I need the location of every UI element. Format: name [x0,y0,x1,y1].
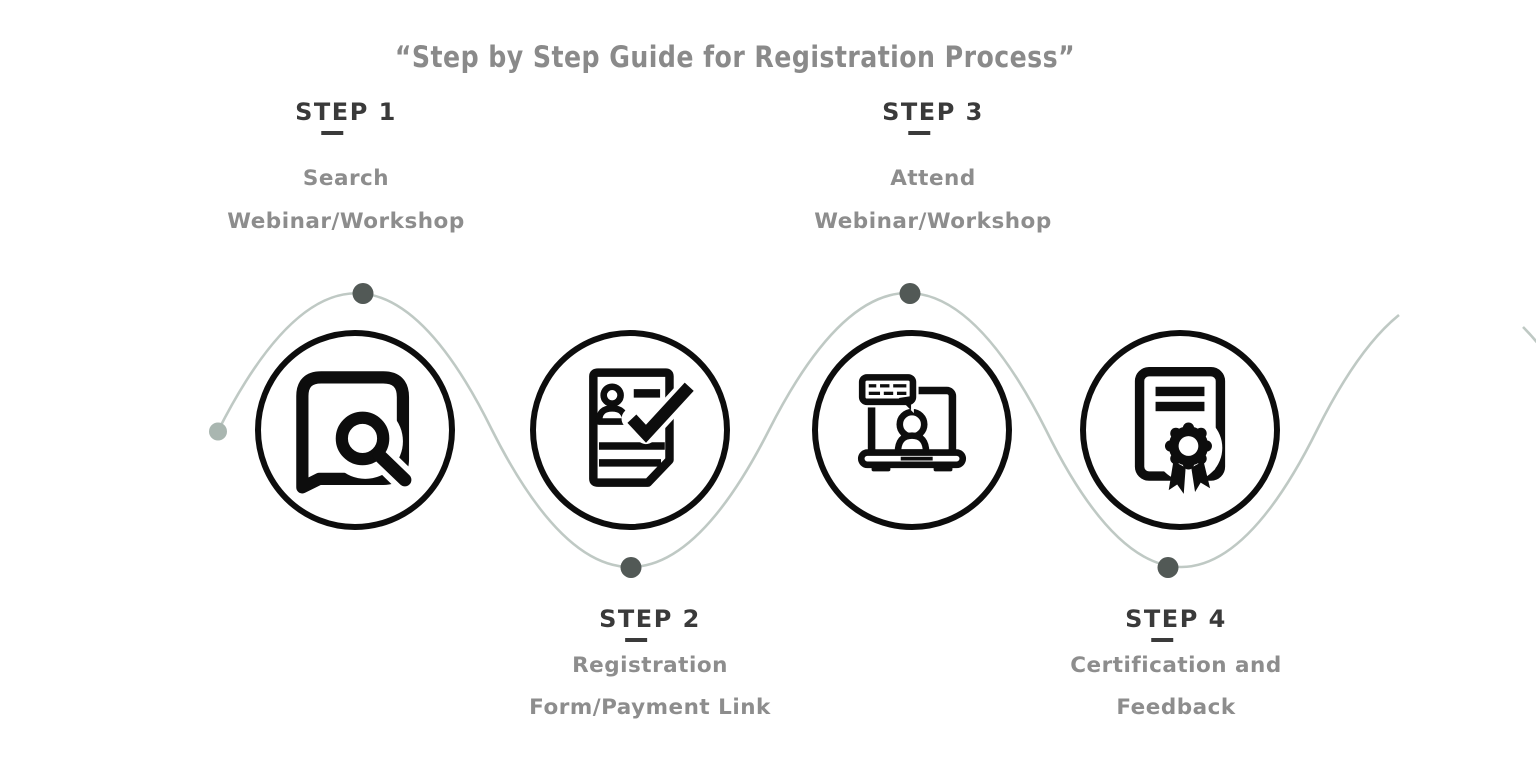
step-1-label: STEP 1 [295,98,397,126]
step-1-line1: Search [302,165,390,191]
step-4-caption: STEP 4 Certification and Feedback [1070,605,1282,729]
wave-node-dot-1 [352,283,374,304]
step-4-underline [1150,638,1173,642]
step-3-circle [812,330,1012,530]
step-4-circle [1080,330,1280,530]
wave-start-dot [209,422,227,441]
step-2-circle [530,330,730,530]
step-1-underline [320,131,343,135]
step-3-label: STEP 3 [882,98,984,126]
webinar-laptop-icon [856,371,967,472]
wave-line-edge-fragment [1522,326,1536,344]
step-2-caption: STEP 2 Registration Form/Payment Link [529,605,771,729]
step-1-circle [255,330,455,530]
step-2-line2: Form/Payment Link [529,694,771,720]
wave-node-dot-2 [620,557,642,578]
step-4-line2: Feedback [1116,694,1236,720]
step-2-line1: Registration [572,652,728,678]
wave-line [216,291,1400,569]
step-4-label: STEP 4 [1125,605,1227,633]
slide-title: “Step by Step Guide for Registration Pro… [394,40,1076,74]
step-3-line1: Attend [890,165,976,191]
step-2-label: STEP 2 [599,605,701,633]
search-document-icon [296,371,424,499]
step-1-line2: Webinar/Workshop [227,208,465,234]
step-2-underline [625,638,647,642]
step-4-line1: Certification and [1070,652,1282,678]
registration-form-icon [589,368,700,487]
wave-node-dot-4 [1157,557,1179,578]
certificate-icon [1134,367,1226,494]
step-3-underline [907,131,930,135]
wave-node-dot-3 [899,283,921,304]
step-3-line2: Webinar/Workshop [814,208,1052,234]
step-1-caption: STEP 1 Search Webinar/Workshop [227,98,464,243]
step-3-caption: STEP 3 Attend Webinar/Workshop [814,98,1051,243]
